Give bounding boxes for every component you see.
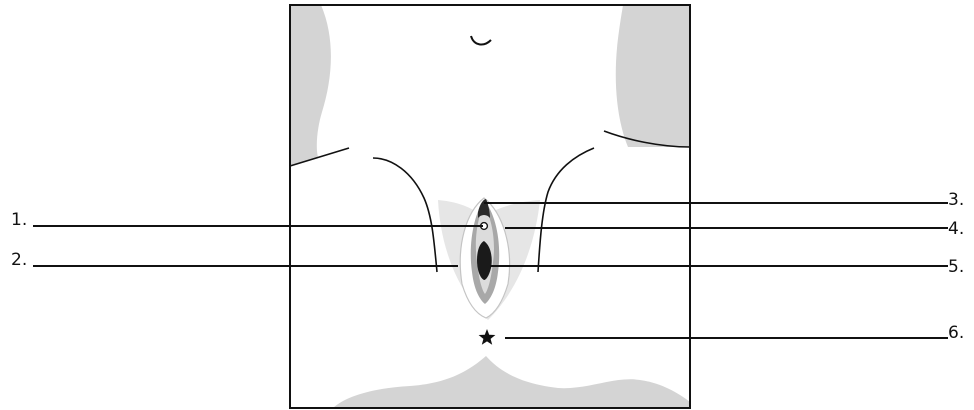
navel <box>471 36 491 45</box>
label-3: 3. <box>948 190 964 210</box>
label-5: 5. <box>948 257 964 277</box>
right-inner-thigh-line <box>538 148 594 272</box>
label-4: 4. <box>948 219 964 239</box>
label-1: 1. <box>11 210 27 230</box>
star-marker <box>479 329 496 345</box>
label-2: 2. <box>11 250 27 270</box>
label-6: 6. <box>948 323 964 343</box>
right-thigh-shade <box>616 5 690 147</box>
left-thigh-shade <box>290 5 331 166</box>
left-inner-thigh-line <box>373 158 437 272</box>
bottom-shade <box>333 356 690 408</box>
